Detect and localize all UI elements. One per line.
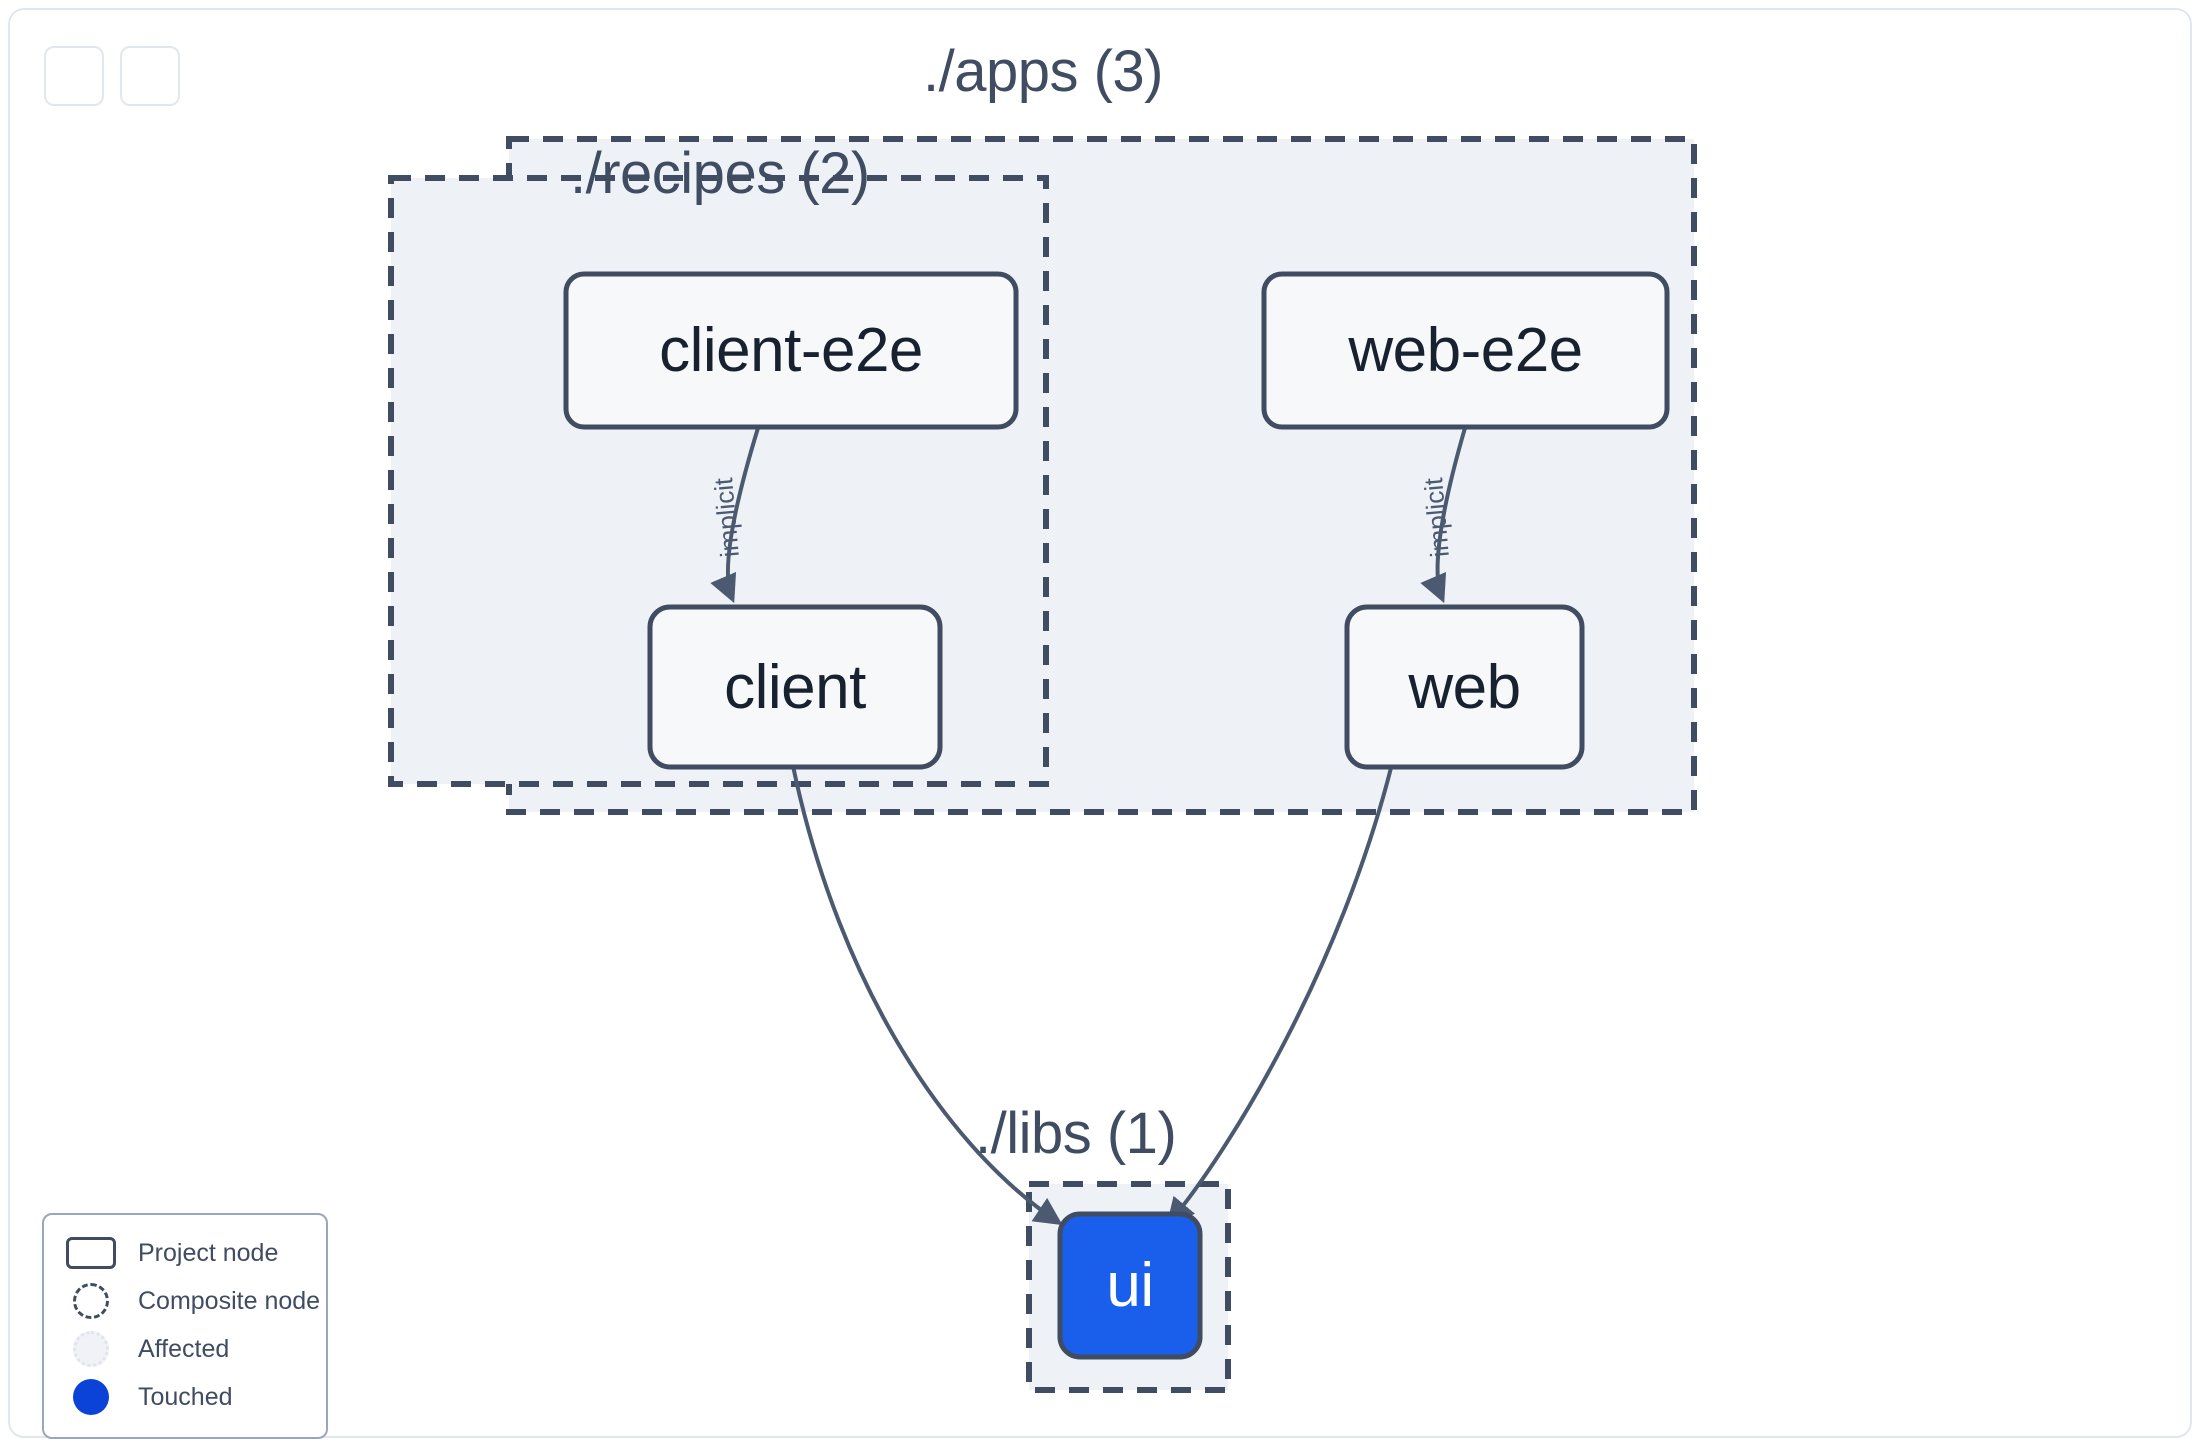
graph-toolbar: [44, 46, 180, 106]
graph-legend: Project node Composite node Affected Tou…: [42, 1213, 328, 1439]
graph-canvas-card[interactable]: ./apps (3) ./recipes (2) ./libs (1) clie…: [8, 8, 2194, 1440]
legend-item-affected: Affected: [62, 1325, 308, 1373]
edge-web-e2e-to-web[interactable]: [1420, 427, 1467, 604]
legend-label-touched: Touched: [138, 1382, 233, 1411]
legend-item-touched: Touched: [62, 1373, 308, 1421]
legend-label-composite-node: Composite node: [138, 1286, 321, 1315]
edge-client-e2e-to-client[interactable]: [710, 427, 760, 604]
legend-item-composite-node: Composite node: [62, 1277, 320, 1325]
edge-client-to-ui[interactable]: [791, 765, 1063, 1226]
focus-graph-button[interactable]: [44, 46, 104, 106]
node-rect-client-e2e[interactable]: [563, 271, 1019, 430]
composite-node-swatch: [62, 1283, 120, 1319]
legend-label-affected: Affected: [138, 1334, 230, 1363]
node-rect-web[interactable]: [1344, 604, 1585, 770]
project-graph-svg[interactable]: [10, 10, 2194, 1440]
project-node-swatch: [62, 1237, 120, 1269]
legend-label-project-node: Project node: [138, 1238, 279, 1267]
node-rect-web-e2e[interactable]: [1261, 271, 1670, 430]
node-rect-client[interactable]: [647, 604, 943, 770]
refresh-graph-button[interactable]: [120, 46, 180, 106]
node-rect-ui[interactable]: [1057, 1211, 1203, 1360]
edge-web-to-ui[interactable]: [1166, 763, 1394, 1227]
touched-swatch: [62, 1379, 120, 1415]
legend-item-project-node: Project node: [62, 1229, 308, 1277]
affected-swatch: [62, 1331, 120, 1367]
